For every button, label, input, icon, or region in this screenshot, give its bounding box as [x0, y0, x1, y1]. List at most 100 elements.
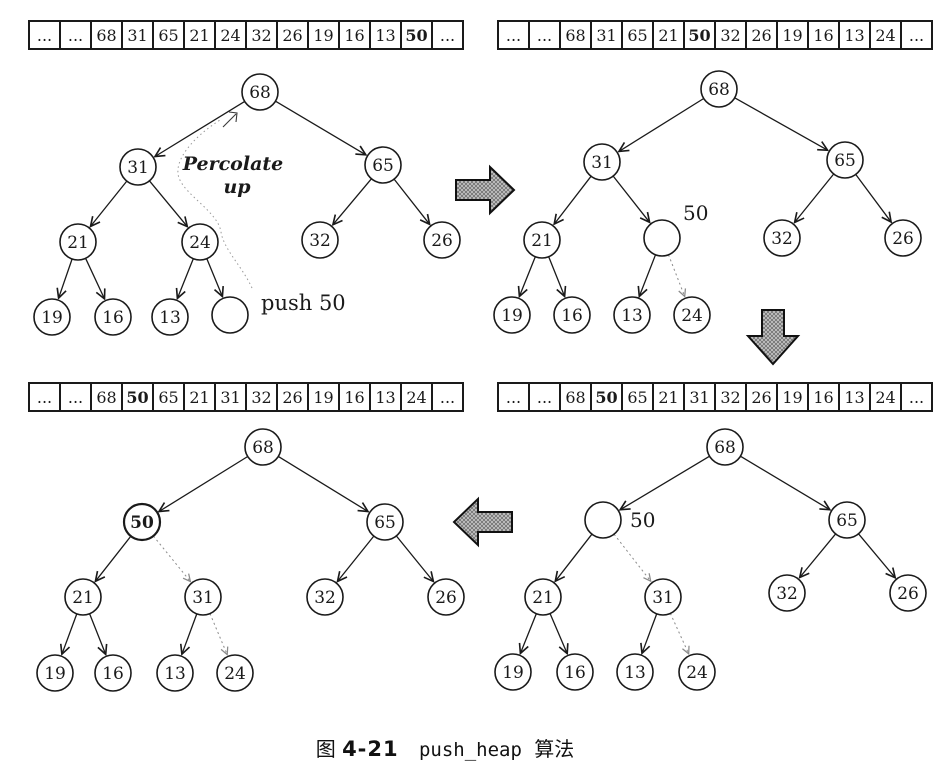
figure-caption: 图 4-21 push_heap 算法 — [0, 733, 918, 762]
array-cell: 19 — [307, 20, 340, 50]
step-arrow-left-icon — [452, 496, 513, 548]
new-value-label: 50 — [683, 201, 708, 225]
array-cell-highlight: 50 — [121, 382, 154, 412]
tree-edge-dotted — [153, 535, 190, 582]
push-50-label: push 50 — [261, 291, 346, 315]
step-arrow-right-icon — [455, 164, 516, 216]
tree-edge-dotted — [669, 613, 688, 653]
array-cell: 26 — [276, 20, 309, 50]
percolate-label-line1: Percolate — [182, 153, 284, 175]
tree-edge — [740, 455, 829, 510]
node-32: 32 — [771, 229, 793, 249]
array-cell: 32 — [245, 20, 278, 50]
tree-edge — [95, 535, 132, 581]
tree-edge — [206, 258, 223, 297]
caption-suffix: 算法 — [534, 737, 575, 761]
array-cell: 16 — [338, 20, 371, 50]
node-19: 19 — [44, 664, 66, 684]
tree-edge-dotted — [668, 254, 685, 297]
array-cell: 21 — [183, 20, 216, 50]
tree-edge — [642, 613, 658, 653]
tree-edge — [555, 533, 593, 581]
tree-step3-hole-top: 68 65 21 31 32 26 19 16 13 24 50 — [494, 428, 927, 691]
array-cell: 13 — [369, 20, 402, 50]
tree-edge — [395, 535, 433, 582]
tree-edge — [182, 613, 198, 654]
tree-edge — [177, 258, 194, 299]
array-cell: 68 — [90, 382, 123, 412]
tree-edge — [91, 180, 128, 226]
array-cell: 19 — [776, 20, 809, 50]
tree-step2-hole-up: 68 31 65 21 32 26 19 16 13 24 50 — [493, 70, 922, 334]
array-cell: 24 — [214, 20, 247, 50]
array-cell: ... — [900, 20, 933, 50]
node-13: 13 — [621, 306, 643, 326]
node-65: 65 — [374, 513, 396, 533]
array-cell: 65 — [152, 382, 185, 412]
tree-edge — [62, 613, 78, 654]
tree-edge — [619, 97, 705, 152]
node-16: 16 — [561, 306, 583, 326]
percolate-up-arrow-icon — [222, 111, 238, 128]
tree-edge — [554, 175, 592, 224]
node-19: 19 — [502, 663, 524, 683]
tree-edge — [333, 178, 372, 225]
array-cell: 68 — [90, 20, 123, 50]
node-31: 31 — [192, 588, 214, 608]
node-16: 16 — [102, 664, 124, 684]
array-cell: 21 — [652, 20, 685, 50]
tree-edge — [519, 256, 536, 297]
tree-edge-dotted — [613, 533, 651, 581]
array-cell: ... — [59, 382, 92, 412]
array-cell: 31 — [683, 382, 716, 412]
array-cell: ... — [497, 20, 530, 50]
tree-edge — [620, 455, 710, 510]
new-value-label: 50 — [630, 508, 655, 532]
array-cell: 31 — [214, 382, 247, 412]
node-26: 26 — [435, 588, 457, 608]
step-arrow-down-icon — [745, 309, 801, 366]
array-cell: 65 — [621, 382, 654, 412]
array-cell: 32 — [714, 20, 747, 50]
array-cell: 24 — [869, 382, 902, 412]
node-21: 21 — [531, 231, 553, 251]
node-65: 65 — [834, 151, 856, 171]
tree-edge — [59, 258, 73, 298]
tree-edge — [800, 533, 837, 578]
array-cell: ... — [431, 20, 464, 50]
node-68: 68 — [249, 83, 271, 103]
tree-edge — [549, 613, 567, 654]
node-16: 16 — [102, 308, 124, 328]
tree-edge — [275, 100, 366, 155]
tree-edge — [338, 535, 375, 581]
array-cell: 26 — [745, 20, 778, 50]
tree-edge-dotted — [209, 613, 227, 655]
tree-edge — [159, 455, 249, 512]
node-32: 32 — [314, 588, 336, 608]
array-cell: ... — [900, 382, 933, 412]
array-cell: ... — [528, 382, 561, 412]
array-cell: 65 — [621, 20, 654, 50]
node-26: 26 — [897, 584, 919, 604]
array-cell: ... — [28, 20, 61, 50]
array-cell: 32 — [245, 382, 278, 412]
tree-edge — [520, 613, 537, 654]
node-24: 24 — [224, 664, 246, 684]
tree-edge — [612, 175, 649, 222]
node-68: 68 — [714, 438, 736, 458]
node-16: 16 — [564, 663, 586, 683]
tree-step4-final: 68 50 65 21 31 32 26 19 16 13 24 — [36, 428, 465, 692]
tree-edge — [855, 174, 891, 222]
array-cell: ... — [497, 382, 530, 412]
node-31: 31 — [652, 588, 674, 608]
tree-edge — [148, 180, 188, 227]
array-cell: 31 — [121, 20, 154, 50]
array-cell: ... — [528, 20, 561, 50]
node-13: 13 — [164, 664, 186, 684]
array-cell-highlight: 50 — [683, 20, 716, 50]
array-cell: ... — [28, 382, 61, 412]
node-65: 65 — [836, 511, 858, 531]
